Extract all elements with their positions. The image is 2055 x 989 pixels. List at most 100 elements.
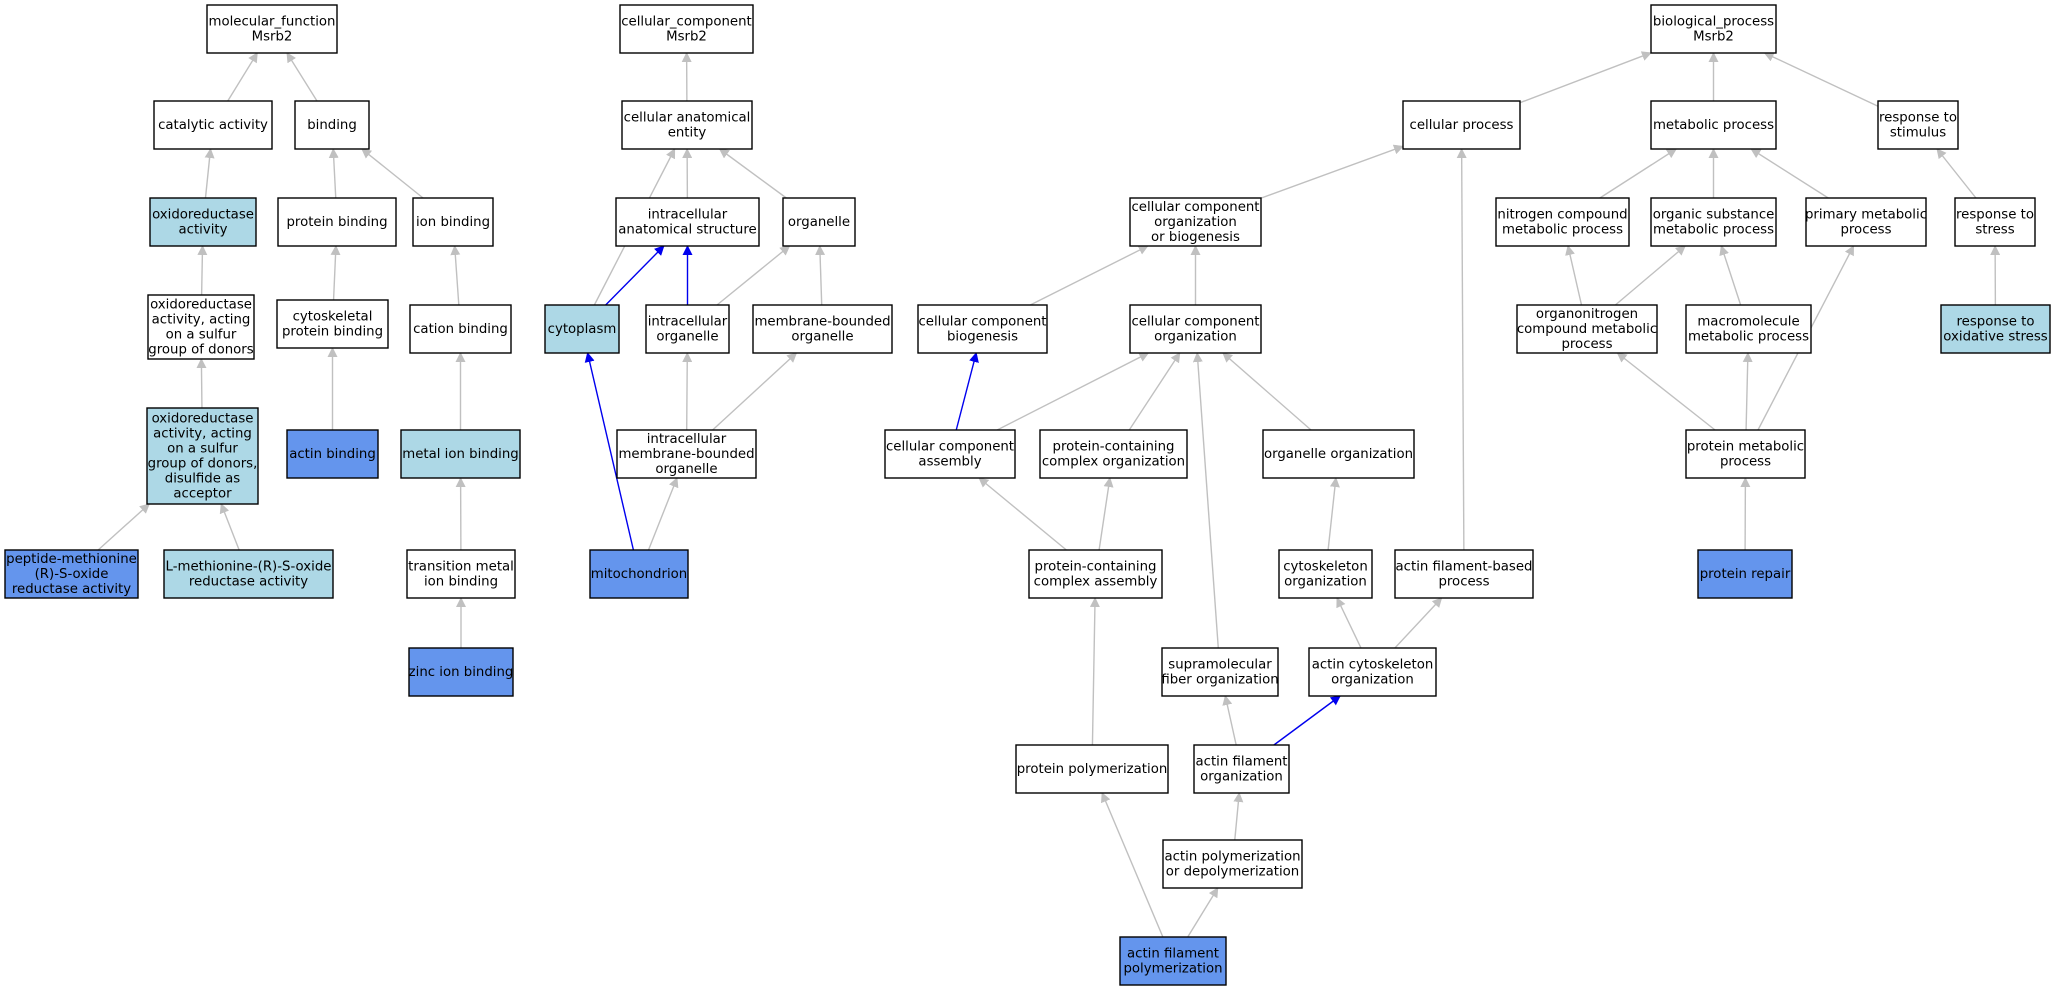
- node-label-line: organelle organization: [1264, 447, 1413, 462]
- node-label-line: organelle: [788, 215, 850, 230]
- node-actinbind[interactable]: actin binding: [286, 429, 379, 479]
- node-zincbind[interactable]: zinc ion binding: [408, 647, 514, 697]
- node-protpoly[interactable]: protein polymerization: [1015, 744, 1169, 794]
- node-label-line: on a sulfur: [167, 442, 238, 457]
- edge-binding-to-mf: [286, 52, 318, 102]
- node-box: [406, 549, 516, 599]
- node-box: [1697, 549, 1793, 599]
- node-box: [1308, 647, 1437, 697]
- node-label-line: organization: [1200, 770, 1283, 785]
- node-label-line: oxidoreductase: [152, 412, 254, 427]
- edge-cytoprot-to-protbind: [330, 245, 341, 301]
- node-label-line: Msrb2: [252, 30, 293, 45]
- node-box: [1161, 647, 1279, 697]
- node-label-line: actin polymerization: [1164, 850, 1300, 865]
- edge-respstress-to-respstim: [1936, 148, 1977, 199]
- node-label-line: metabolic process: [1653, 118, 1774, 133]
- edge-aco-to-afbp: [1394, 597, 1443, 649]
- node-label-line: supramolecular: [1168, 658, 1272, 673]
- node-label-line: stimulus: [1890, 126, 1946, 141]
- edges-layer: [97, 51, 2001, 938]
- node-box: [1278, 549, 1373, 599]
- node-metalbind[interactable]: metal ion binding: [400, 429, 521, 479]
- node-mito[interactable]: mitochondrion: [589, 549, 689, 599]
- node-organelle[interactable]: organelle: [782, 197, 856, 247]
- node-label-line: cellular component: [1131, 315, 1259, 330]
- node-box: [4, 549, 139, 599]
- node-box: [1516, 304, 1658, 354]
- node-label-line: fiber organization: [1161, 673, 1278, 688]
- node-box: [1402, 100, 1521, 150]
- node-binding[interactable]: binding: [294, 100, 370, 150]
- node-protrep[interactable]: protein repair: [1697, 549, 1793, 599]
- node-cytoplasm[interactable]: cytoplasm: [544, 304, 620, 354]
- node-label-line: cytoskeleton: [1283, 560, 1368, 575]
- node-label-line: Msrb2: [666, 30, 707, 45]
- node-box: [286, 429, 379, 479]
- node-box: [1495, 197, 1630, 247]
- node-label-line: actin binding: [289, 447, 376, 462]
- node-label-line: complex organization: [1042, 455, 1185, 470]
- node-box: [412, 197, 494, 247]
- node-metproc[interactable]: metabolic process: [1650, 100, 1777, 150]
- edge-mbo-to-organelle: [815, 245, 826, 306]
- node-box: [153, 100, 273, 150]
- node-label-line: catalytic activity: [158, 118, 268, 133]
- node-box: [544, 304, 620, 354]
- edge-lmet-to-oxdisulf: [219, 503, 240, 551]
- node-label-line: peptide-methionine: [6, 552, 137, 567]
- node-box: [408, 647, 514, 697]
- edge-apd-to-afo: [1233, 792, 1244, 841]
- node-label-line: process: [1720, 455, 1771, 470]
- node-label-line: metal ion binding: [402, 447, 518, 462]
- node-orgorg[interactable]: organelle organization: [1262, 429, 1415, 479]
- edge-orgorg-to-cco: [1222, 352, 1312, 431]
- edge-afp-to-protpoly: [1101, 792, 1164, 938]
- edge-afp-to-apd: [1187, 887, 1219, 938]
- node-cationbind[interactable]: cation binding: [409, 304, 512, 354]
- node-protbind[interactable]: protein binding: [277, 197, 397, 247]
- node-label-line: reductase activity: [189, 575, 308, 590]
- node-catalytic[interactable]: catalytic activity: [153, 100, 273, 150]
- node-ionbind[interactable]: ion binding: [412, 197, 494, 247]
- node-cellproc[interactable]: cellular process: [1402, 100, 1521, 150]
